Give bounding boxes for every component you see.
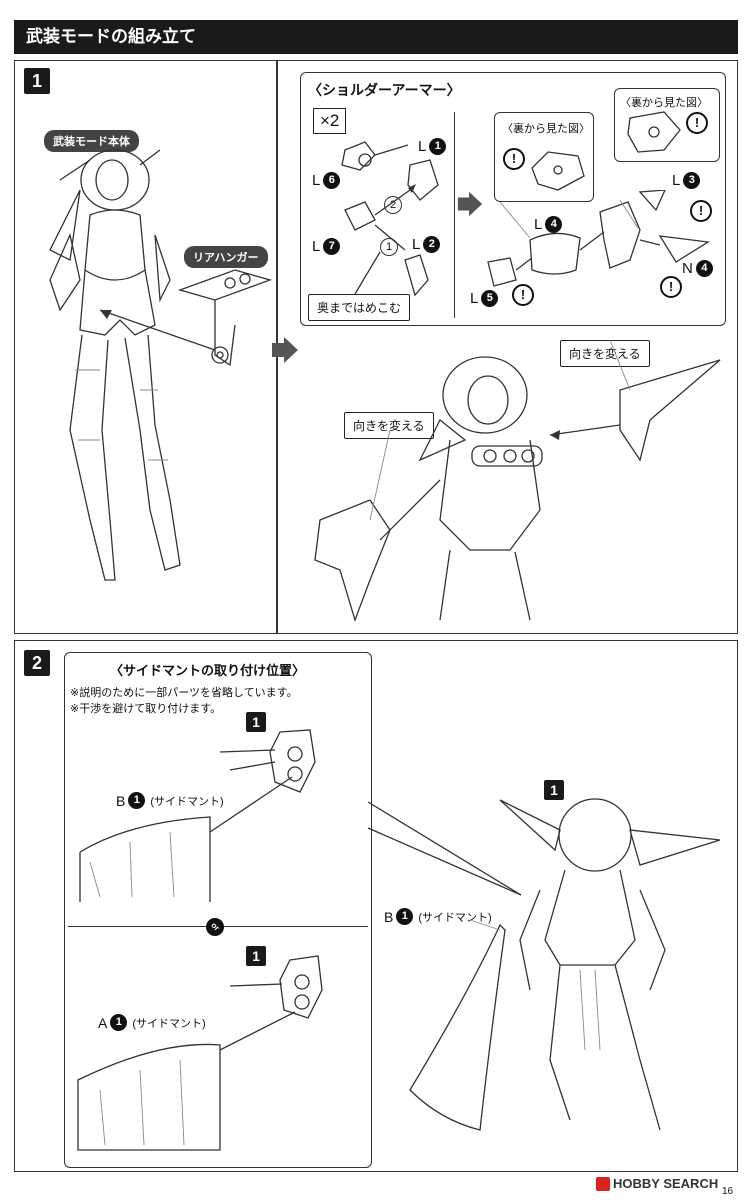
quantity-box: ×2: [313, 108, 347, 134]
callout-pointer-lines: [499, 199, 639, 239]
warning-icon: !: [690, 200, 712, 222]
warning-icon: !: [660, 276, 682, 298]
press-fully-label: 奥まではめこむ: [308, 294, 411, 321]
hobby-search-logo: HOBBY SEARCH: [596, 1176, 718, 1191]
callout-tail: [367, 801, 522, 896]
sub-step-number-right: 1: [544, 780, 564, 800]
main-body-label: 武装モード本体: [44, 130, 139, 152]
step1-number: 1: [24, 68, 50, 94]
order-marker-2: 2: [384, 196, 402, 214]
shoulder-armor-frame: [300, 72, 726, 326]
shoulder-parts-illustration-left: [341, 141, 439, 297]
side-mantle-callout-frame: [64, 652, 372, 1168]
shoulder-inner-divider: [454, 112, 456, 318]
next-step-arrow: [272, 337, 298, 363]
figure-with-shoulders-illustration: [314, 339, 721, 623]
step2-number: 2: [24, 650, 50, 676]
warning-icon: !: [686, 112, 708, 134]
shoulder-armor-heading: 〈ショルダーアーマー〉: [308, 83, 461, 99]
back-view-label-2: 〈裏から見た図〉: [620, 96, 708, 109]
rear-hanger-illustration: [177, 269, 273, 367]
figure-illustration-body: [49, 149, 181, 581]
step1-frame: [14, 60, 738, 634]
sub-step-number-upper: 1: [246, 712, 266, 732]
back-view-callout-1: [494, 112, 594, 202]
note-parts-omitted: ※説明のために一部パーツを省略しています。: [70, 686, 298, 699]
sub-step-number-lower: 1: [246, 946, 266, 966]
side-mantle-upper-illustration: [79, 729, 316, 902]
rear-hanger-label: リアハンガー: [184, 246, 268, 268]
arrow-hanger-to-body: [99, 309, 216, 351]
back-view-shape-2: [627, 111, 681, 153]
shoulder-parts-illustration-right: [487, 190, 710, 287]
back-view-callout-2: [614, 88, 720, 162]
page-title: 武装モードの組み立て: [14, 20, 738, 54]
turn-direction-label-1: 向きを変える: [560, 340, 650, 367]
warning-icon: !: [512, 284, 534, 306]
order-marker-1: 1: [380, 238, 398, 256]
shoulder-step-arrow: [457, 191, 483, 217]
figure-with-side-mantle-illustration: [409, 798, 721, 1131]
press-label-pointer: [354, 251, 381, 295]
side-mantle-lower-illustration: [77, 955, 323, 1151]
back-view-shape-1: [531, 151, 585, 191]
step2-frame: [14, 640, 738, 1172]
page-number: 16: [722, 1186, 734, 1197]
back-view-label-1: 〈裏から見た図〉: [502, 122, 590, 135]
side-mantle-heading: 〈サイドマントの取り付け位置〉: [110, 664, 306, 679]
warning-icon: !: [503, 148, 525, 170]
note-avoid-interference: ※干渉を避けて取り付けます。: [70, 702, 222, 715]
logo-mark-icon: [596, 1176, 610, 1191]
